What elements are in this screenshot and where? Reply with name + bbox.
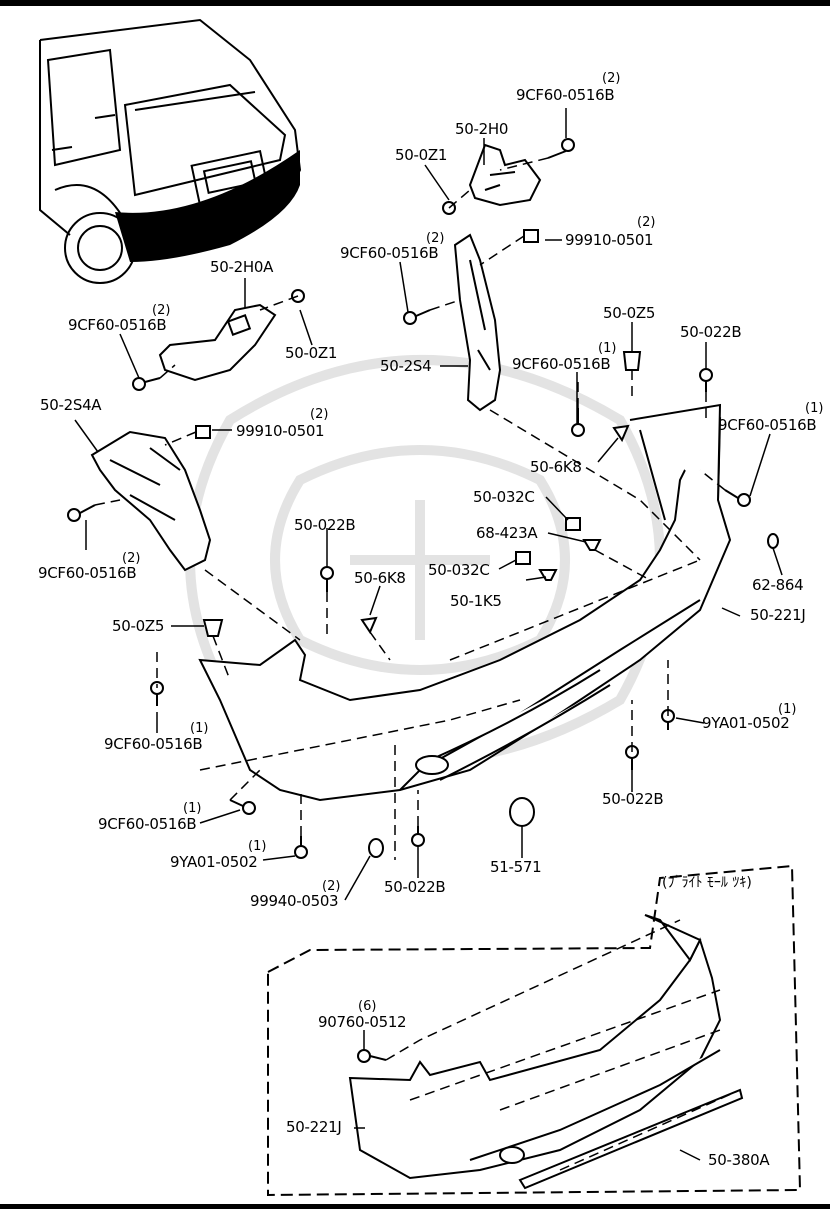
part-label-50-0z1-left: 50-0Z1	[285, 344, 338, 362]
part-label-99910-left: 99910-0501	[236, 422, 325, 440]
inset-bumper-with-molding	[348, 914, 722, 1180]
leader-lines	[74, 108, 783, 1161]
quantity-9cf60-r1: (1)	[805, 401, 824, 416]
part-label-9cf60-mid: 9CF60-0516B	[340, 244, 439, 262]
part-label-50-221j: 50-221J	[750, 606, 806, 624]
part-label-50-221j-inset: 50-221J	[286, 1118, 342, 1136]
bracket-50-2h0	[468, 143, 542, 207]
assembly-guide-lines	[94, 157, 741, 1171]
inset-dashed-frame	[267, 864, 802, 1197]
part-label-9cf60-c1: 9CF60-0516B	[512, 355, 611, 373]
part-label-50-032c-b: 50-032C	[428, 561, 490, 579]
part-label-9ya01-b: 9YA01-0502	[170, 853, 258, 871]
part-label-50-022b-tr: 50-022B	[680, 323, 742, 341]
part-label-50-6k8-right: 50-6K8	[530, 458, 582, 476]
quantity-9cf60-top: (2)	[602, 71, 621, 86]
part-label-50-2s4: 50-2S4	[380, 357, 432, 375]
bracket-50-2s4a	[90, 430, 212, 572]
bracket-50-2s4	[453, 233, 502, 412]
bottom-border-rule	[0, 1204, 830, 1209]
part-label-50-0z5-right: 50-0Z5	[603, 304, 656, 322]
inset-variant-note: (ﾌﾞﾗｲﾄ ﾓｰﾙ ﾂｷ)	[662, 875, 752, 891]
part-label-9cf60-b2: 9CF60-0516B	[98, 815, 197, 833]
part-label-50-1k5: 50-1K5	[450, 592, 502, 610]
part-label-50-2h0a: 50-2H0A	[210, 258, 274, 276]
quantity-9cf60-b1: (1)	[190, 721, 209, 736]
part-label-51-571: 51-571	[490, 858, 542, 876]
quantity-9cf60-mid: (2)	[426, 231, 445, 246]
part-label-90760: 90760-0512	[318, 1013, 407, 1031]
part-label-9cf60-b1: 9CF60-0516B	[104, 735, 203, 753]
part-label-68-423a: 68-423A	[476, 524, 538, 542]
part-label-50-022b-bot: 50-022B	[384, 878, 446, 896]
part-label-50-0z1-top: 50-0Z1	[395, 146, 448, 164]
part-label-9cf60-top: 9CF60-0516B	[516, 86, 615, 104]
part-label-50-022b-br: 50-022B	[602, 790, 664, 808]
quantity-99940: (2)	[322, 879, 341, 894]
part-label-50-6k8-mid: 50-6K8	[354, 569, 406, 587]
part-label-9cf60-left: 9CF60-0516B	[68, 316, 167, 334]
part-label-50-022b-mid: 50-022B	[294, 516, 356, 534]
rear-bumper-50-221j	[198, 403, 732, 802]
quantity-9ya01-b: (1)	[248, 839, 267, 854]
quantity-9ya01-r: (1)	[778, 702, 797, 717]
part-label-99940: 99940-0503	[250, 892, 339, 910]
part-label-50-2h0: 50-2H0	[455, 120, 509, 138]
part-label-50-380a: 50-380A	[708, 1151, 770, 1169]
quantity-99910-top: (2)	[637, 215, 656, 230]
quantity-9cf60-ll: (2)	[122, 551, 141, 566]
part-label-50-032c-a: 50-032C	[473, 488, 535, 506]
highlighted-bumper-fill	[115, 150, 300, 262]
quantity-9cf60-b2: (1)	[183, 801, 202, 816]
quantity-9cf60-left: (2)	[152, 303, 171, 318]
part-label-50-2s4a: 50-2S4A	[40, 396, 102, 414]
quantity-9cf60-c1: (1)	[598, 341, 617, 356]
part-label-50-0z5-left: 50-0Z5	[112, 617, 165, 635]
quantity-99910-left: (2)	[310, 407, 329, 422]
part-label-9cf60-r1: 9CF60-0516B	[718, 416, 817, 434]
part-label-9ya01-r: 9YA01-0502	[702, 714, 790, 732]
part-label-99910-top: 99910-0501	[565, 231, 654, 249]
quantity-90760: (6)	[358, 999, 377, 1014]
part-label-62-864: 62-864	[752, 576, 804, 594]
part-label-9cf60-ll: 9CF60-0516B	[38, 564, 137, 582]
top-border-rule	[0, 0, 830, 6]
bracket-50-2h0a	[158, 303, 277, 382]
